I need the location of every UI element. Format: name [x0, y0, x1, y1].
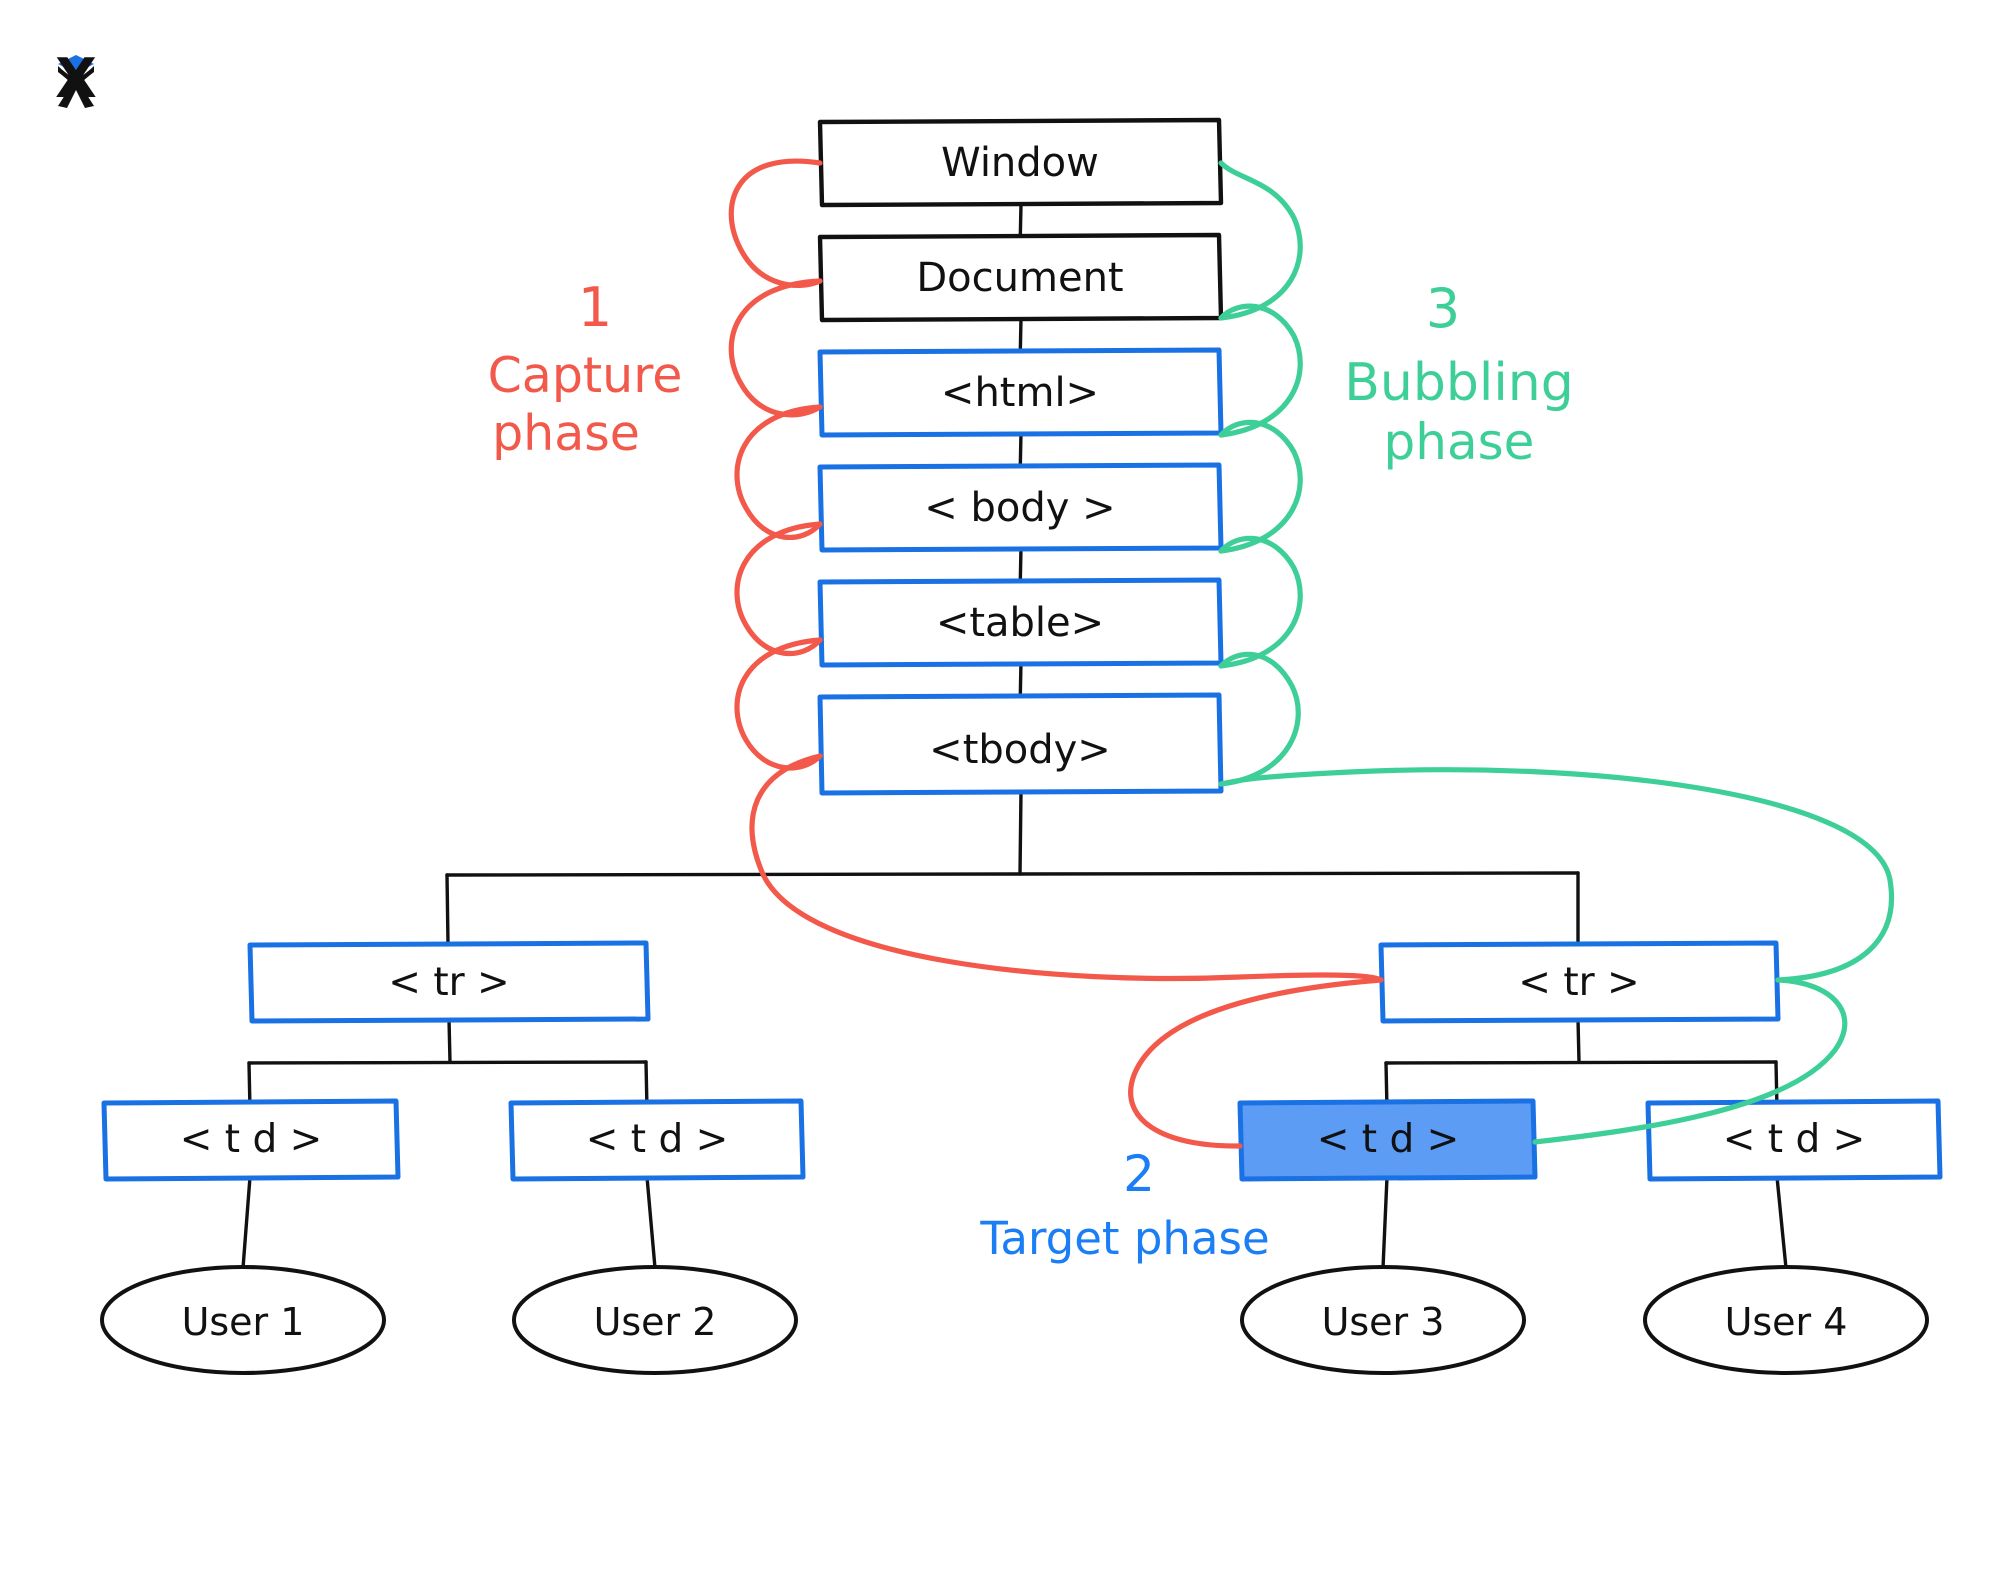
capture-arc-document-html: [728, 278, 823, 418]
edge-td4-user4: [1775, 1175, 1788, 1270]
node-html[interactable]: <html>: [817, 347, 1224, 438]
edge-tr-right-stem: [1576, 1017, 1581, 1064]
node-user-2[interactable]: User 2: [512, 1265, 798, 1375]
edge-bus-tr-left: [445, 873, 450, 946]
node-tr-right-label: < tr >: [1518, 960, 1639, 1005]
logo-diamond-icon: [58, 55, 94, 73]
node-user-4[interactable]: User 4: [1643, 1265, 1929, 1375]
node-body[interactable]: < body >: [817, 462, 1224, 553]
node-user-3-ellipse[interactable]: [1240, 1265, 1526, 1375]
target-phase-line1: Target phase: [979, 1212, 1269, 1265]
node-tr-left-label: < tr >: [388, 960, 509, 1005]
node-user-2-ellipse[interactable]: [512, 1265, 798, 1375]
node-window-label: Window: [941, 140, 1099, 186]
bubbling-phase-flow: [1218, 160, 1894, 1145]
capture-arc-body-table: [734, 521, 823, 657]
node-user-3-label: User 3: [1322, 1300, 1445, 1344]
node-td-2-box[interactable]: [508, 1098, 806, 1182]
node-user-1[interactable]: User 1: [100, 1265, 386, 1375]
node-td-2[interactable]: < t d >: [508, 1098, 806, 1182]
label-target-phase: 2 Target phase: [979, 1145, 1269, 1265]
edge-tbody-stem: [1018, 789, 1023, 876]
label-capture-phase: 1 Capture phase: [488, 276, 683, 462]
node-window[interactable]: Window: [817, 117, 1224, 208]
node-body-label: < body >: [924, 485, 1115, 531]
node-tbody[interactable]: <tbody>: [817, 692, 1224, 796]
excalidraw-x-logo: X: [55, 47, 97, 110]
node-td-2-label: < t d >: [586, 1117, 729, 1162]
capture-arc-html-body: [734, 404, 823, 540]
capture-phase-number: 1: [578, 276, 612, 339]
node-table[interactable]: <table>: [817, 577, 1224, 668]
node-document[interactable]: Document: [817, 232, 1224, 323]
node-tbody-label: <tbody>: [929, 727, 1111, 773]
node-td-4-box[interactable]: [1645, 1098, 1943, 1182]
node-td-3-box[interactable]: [1237, 1098, 1538, 1182]
edge-td1-user1: [241, 1175, 252, 1270]
node-td-1-box[interactable]: [101, 1098, 401, 1182]
capture-phase-line2: phase: [492, 405, 640, 462]
node-user-3[interactable]: User 3: [1240, 1265, 1526, 1375]
edge-td2-user2: [645, 1175, 657, 1270]
edge-tr-left-bus: [247, 1060, 648, 1065]
edge-tr-left-stem: [447, 1017, 452, 1064]
node-td-3-target[interactable]: < t d >: [1237, 1098, 1538, 1182]
edge-tbody-bus: [445, 871, 1580, 877]
node-user-4-label: User 4: [1725, 1300, 1848, 1344]
node-tbody-box[interactable]: [817, 692, 1224, 796]
capture-arc-tr-target: [1128, 977, 1384, 1149]
node-user-2-label: User 2: [594, 1300, 717, 1344]
label-bubbling-phase: 3 Bubbling phase: [1344, 277, 1574, 471]
node-tr-left[interactable]: < tr >: [247, 940, 651, 1024]
bubbling-arc-tr-tbody: [1218, 767, 1894, 983]
bubbling-phase-line1: Bubbling: [1344, 353, 1574, 413]
logo-letter: X: [55, 47, 97, 110]
capture-phase-line1: Capture: [488, 347, 683, 404]
node-td-3-label: < t d >: [1317, 1117, 1460, 1162]
capture-arc-table-tbody: [734, 637, 823, 771]
node-td-4-label: < t d >: [1723, 1117, 1866, 1162]
bubbling-arc-body-html: [1218, 419, 1303, 554]
node-td-4[interactable]: < t d >: [1645, 1098, 1943, 1182]
node-tr-left-box[interactable]: [247, 940, 651, 1024]
node-user-1-ellipse[interactable]: [100, 1265, 386, 1375]
node-user-1-label: User 1: [182, 1300, 305, 1344]
logo-x-glyph: [58, 66, 94, 108]
node-td-1[interactable]: < t d >: [101, 1098, 401, 1182]
bubbling-arc-tbody-table: [1218, 651, 1301, 787]
node-tr-right-box[interactable]: [1378, 940, 1781, 1024]
node-user-4-ellipse[interactable]: [1643, 1265, 1929, 1375]
bubbling-arc-table-body: [1218, 535, 1303, 669]
bubbling-phase-line2: phase: [1384, 413, 1535, 471]
capture-arc-tbody-tr: [749, 753, 1384, 983]
node-document-label: Document: [916, 255, 1123, 301]
target-phase-number: 2: [1123, 1145, 1155, 1203]
bubbling-phase-number: 3: [1426, 277, 1460, 340]
node-html-label: <html>: [941, 370, 1099, 416]
bubbling-arc-target-tr: [1532, 977, 1848, 1145]
edge-td3-user3: [1381, 1175, 1389, 1270]
edge-tr-right-bus: [1384, 1060, 1778, 1065]
node-tr-right[interactable]: < tr >: [1378, 940, 1781, 1024]
bubbling-arc-document-window: [1218, 160, 1303, 321]
capture-arc-window-document: [728, 158, 823, 288]
capture-phase-flow: [728, 158, 1384, 1149]
node-window-box[interactable]: [817, 117, 1224, 208]
node-table-label: <table>: [936, 600, 1104, 646]
node-td-1-label: < t d >: [180, 1117, 323, 1162]
bubbling-arc-html-document: [1218, 303, 1303, 438]
